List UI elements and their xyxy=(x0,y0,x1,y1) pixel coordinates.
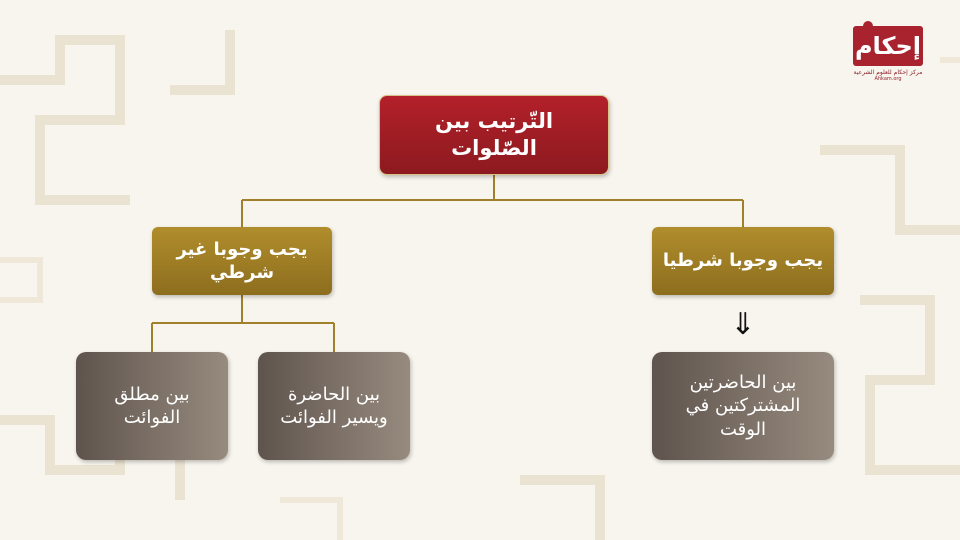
logo-subtitle-latin: Ahkam.org xyxy=(874,76,902,82)
node-non-conditional-label: يجب وجوبا غير شرطي xyxy=(176,238,308,283)
leaf-two-present-shared-time: بين الحاضرتين المشتركتين في الوقت xyxy=(652,352,834,460)
logo-mark: إحكام xyxy=(853,21,923,66)
leaf-present-and-few-missed-label: بين الحاضرة ويسير الفوائت xyxy=(280,383,388,428)
leaf-all-missed-label: بين مطلق الفوائت xyxy=(114,383,190,428)
leaf-all-missed: بين مطلق الفوائت xyxy=(76,352,228,460)
node-non-conditional: يجب وجوبا غير شرطي xyxy=(152,227,332,295)
node-conditional-label: يجب وجوبا شرطيا xyxy=(662,250,824,272)
root-node: التّرتيب بين الصّلوات xyxy=(379,95,609,175)
node-conditional: يجب وجوبا شرطيا xyxy=(652,227,834,295)
logo-subtitle: مركز إحكام للعلوم الشرعية xyxy=(853,69,923,76)
leaf-two-present-shared-time-label: بين الحاضرتين المشتركتين في الوقت xyxy=(685,371,801,440)
leaf-present-and-few-missed: بين الحاضرة ويسير الفوائت xyxy=(258,352,410,460)
root-node-label: التّرتيب بين الصّلوات xyxy=(434,108,554,160)
down-arrow-icon: ⇓ xyxy=(730,307,756,342)
logo: إحكام مركز إحكام للعلوم الشرعية Ahkam.or… xyxy=(846,21,930,92)
